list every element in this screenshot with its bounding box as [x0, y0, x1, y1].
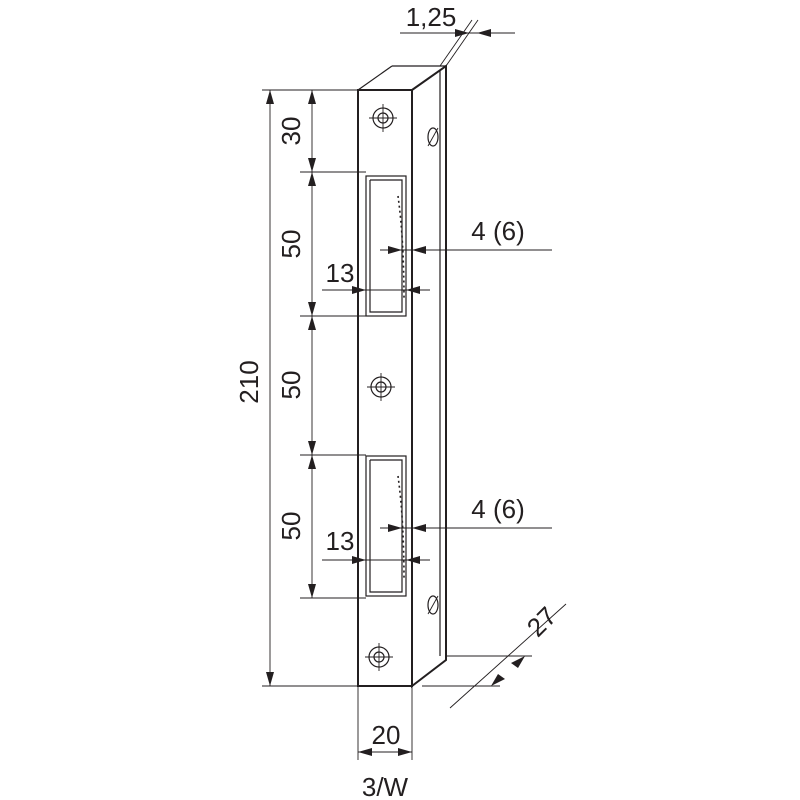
- label-slot-bottom-height: 50: [276, 512, 306, 541]
- dimension-slot-top-depth: [380, 246, 552, 254]
- screw-hole-middle: [367, 373, 395, 401]
- model-caption: 3/W: [362, 772, 409, 800]
- label-slot-top-width: 13: [326, 258, 355, 288]
- extension-lines: [262, 89, 413, 760]
- dimension-slot-top-width: [322, 286, 430, 294]
- screw-hole-top: [369, 104, 397, 132]
- dimension-slot-bottom-depth: [380, 524, 552, 532]
- dimension-chain: [308, 90, 316, 598]
- label-slot-top-depth: 4 (6): [471, 216, 524, 246]
- dimension-total-height: [266, 90, 274, 686]
- latch-slot-bottom: [365, 455, 407, 597]
- dimension-slot-bottom-width: [322, 556, 430, 564]
- dimension-flange-width: [422, 603, 567, 709]
- label-middle-gap: 50: [276, 371, 306, 400]
- label-slot-bottom-depth: 4 (6): [471, 494, 524, 524]
- label-thickness: 1,25: [406, 2, 457, 32]
- strike-plate-flange: [357, 64, 447, 689]
- label-flange-width: 27: [521, 601, 563, 643]
- label-plate-width: 20: [372, 720, 401, 750]
- latch-slot-top: [365, 175, 407, 317]
- screw-hole-bottom: [365, 643, 393, 671]
- label-top-offset: 30: [276, 117, 306, 146]
- label-total-height: 210: [234, 360, 264, 403]
- dimension-thickness: [400, 19, 515, 67]
- flange-hole-bottom: [427, 595, 439, 615]
- flange-hole-top: [427, 127, 439, 147]
- label-slot-top-height: 50: [276, 230, 306, 259]
- dimension-plate-width: [358, 748, 412, 756]
- label-slot-bottom-width: 13: [326, 526, 355, 556]
